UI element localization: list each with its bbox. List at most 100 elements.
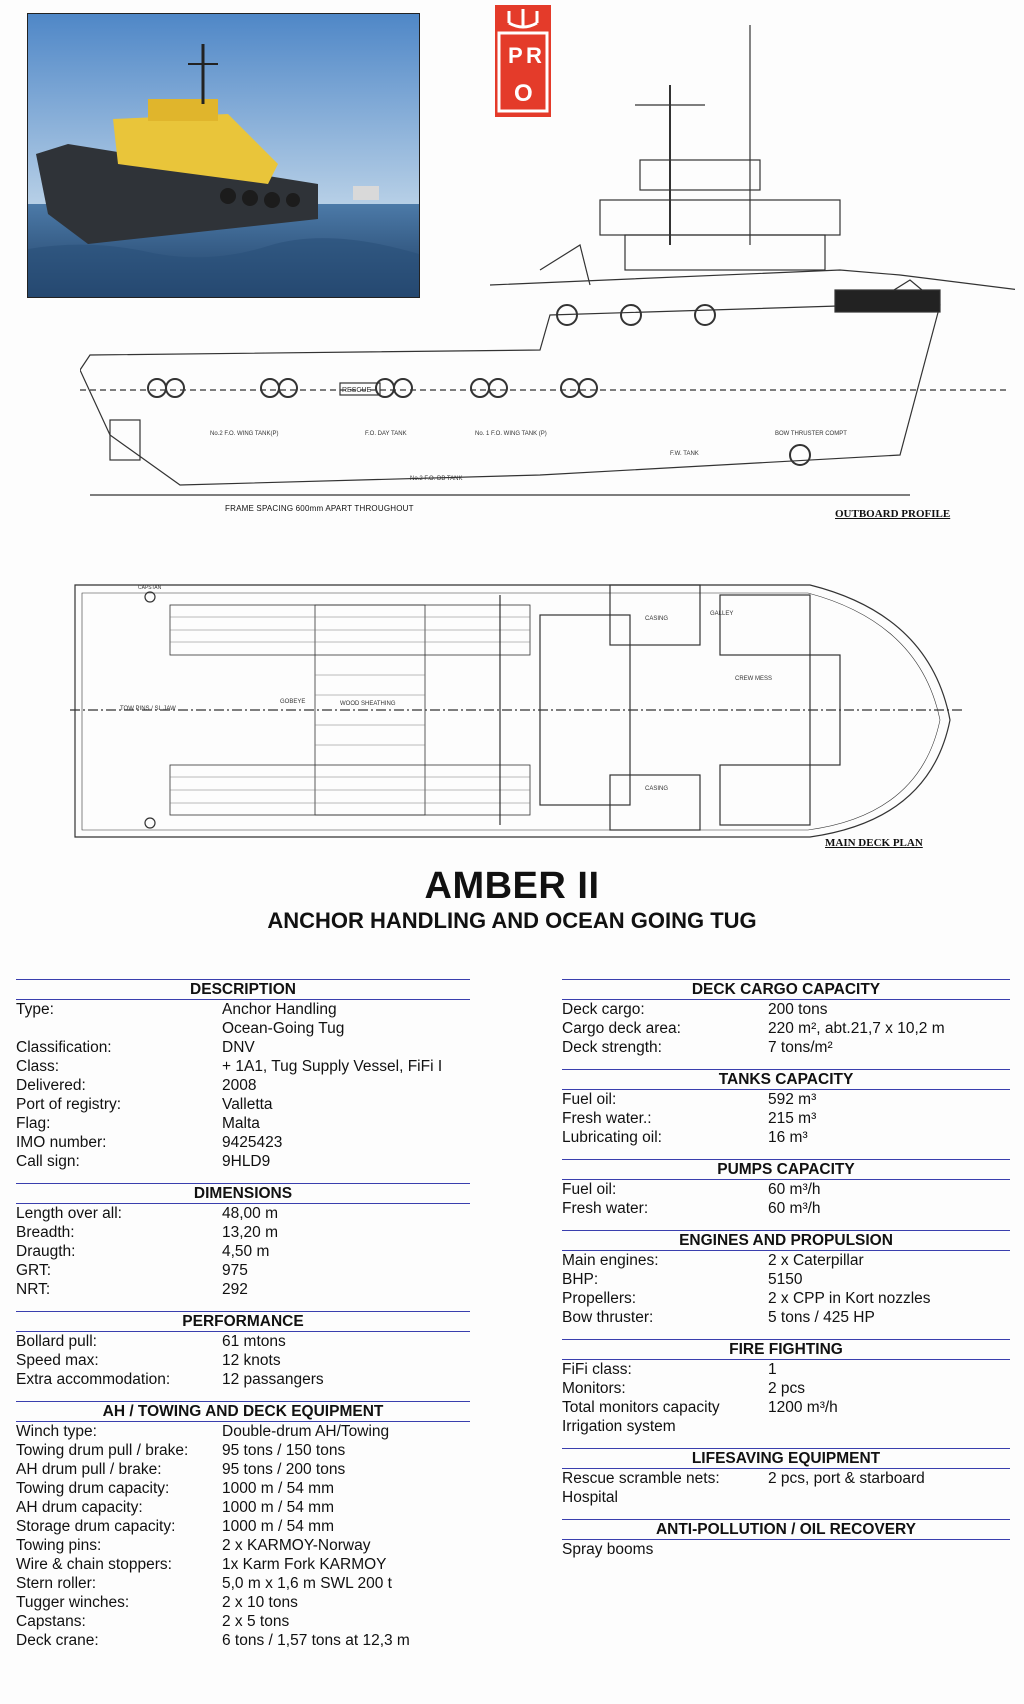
spec-label: IMO number: <box>16 1134 107 1151</box>
spec-label: Monitors: <box>562 1380 626 1397</box>
spec-label: Stern roller: <box>16 1575 97 1592</box>
spec-value: 5150 <box>768 1271 803 1288</box>
spec-label: GRT: <box>16 1262 52 1279</box>
spec-row: Type:Anchor Handling Ocean-Going Tug <box>16 1000 470 1038</box>
spec-value: + 1A1, Tug Supply Vessel, FiFi I <box>222 1058 443 1075</box>
spec-item: Hospital <box>562 1489 618 1506</box>
spec-value: 5 tons / 425 HP <box>768 1309 875 1326</box>
spec-value: 12 passangers <box>222 1371 324 1388</box>
spec-value: 60 m³/h <box>768 1181 821 1198</box>
rescue-label: RESCUE <box>342 387 372 394</box>
spec-value: 5,0 m x 1,6 m SWL 200 t <box>222 1575 392 1592</box>
section-heading: ENGINES AND PROPULSION <box>562 1230 1010 1251</box>
spec-label: Flag: <box>16 1115 51 1132</box>
spec-row: AH drum pull / brake:95 tons / 200 tons <box>16 1460 470 1479</box>
spec-row: Deck crane:6 tons / 1,57 tons at 12,3 m <box>16 1631 470 1650</box>
spec-value: 215 m³ <box>768 1110 817 1127</box>
section-heading: DESCRIPTION <box>16 979 470 1000</box>
spec-label: Breadth: <box>16 1224 75 1241</box>
spec-row: Propellers: 2 x CPP in Kort nozzles <box>562 1289 1010 1308</box>
spec-label: Extra accommodation: <box>16 1371 171 1388</box>
spec-value: 2 x 5 tons <box>222 1613 290 1630</box>
spec-label: Classification: <box>16 1039 112 1056</box>
spec-item: Irrigation system <box>562 1418 676 1435</box>
spec-value: 2 x Caterpillar <box>768 1252 864 1269</box>
spec-label: Capstans: <box>16 1613 86 1630</box>
spec-row: Bow thruster:5 tons / 425 HP <box>562 1308 1010 1327</box>
spec-label: Rescue scramble nets: <box>562 1470 720 1487</box>
spec-label: Draugth: <box>16 1243 76 1260</box>
svg-text:No. 1 F.O. WING TANK (P): No. 1 F.O. WING TANK (P) <box>475 431 547 437</box>
spec-value: 1000 m / 54 mm <box>222 1518 334 1535</box>
spec-row: Call sign:9HLD9 <box>16 1152 470 1171</box>
capstan-label: CAPSTAN <box>138 585 162 591</box>
spec-row: Monitors:2 pcs <box>562 1379 1010 1398</box>
spec-label: Total monitors capacity <box>562 1399 720 1416</box>
spec-value: 200 tons <box>768 1001 828 1018</box>
svg-text:BOW THRUSTER COMPT: BOW THRUSTER COMPT <box>775 431 847 437</box>
spec-label: Propellers: <box>562 1290 637 1307</box>
svg-text:GOBEYE: GOBEYE <box>280 699 305 705</box>
company-logo: P R O <box>495 5 551 117</box>
spec-row: Tugger winches:2 x 10 tons <box>16 1593 470 1612</box>
spec-row: Delivered: 2008 <box>16 1076 470 1095</box>
spec-value: 2008 <box>222 1077 257 1094</box>
spec-value: 48,00 m <box>222 1205 279 1222</box>
spec-row: Rescue scramble nets: 2 pcs, port & starb… <box>562 1469 1010 1488</box>
spec-row: GRT:975 <box>16 1261 470 1280</box>
spec-value: 2 x CPP in Kort nozzles <box>768 1290 931 1307</box>
section-heading: PUMPS CAPACITY <box>562 1159 1010 1180</box>
section-heading: LIFESAVING EQUIPMENT <box>562 1448 1010 1469</box>
spec-value: Valletta <box>222 1096 273 1113</box>
spec-value: 292 <box>222 1281 248 1298</box>
spec-label: Type: <box>16 1001 54 1018</box>
spec-row: Bollard pull:61 mtons <box>16 1332 470 1351</box>
spec-row: Wire & chain stoppers:1x Karm Fork KARMO… <box>16 1555 470 1574</box>
spec-label: Fuel oil: <box>562 1091 617 1108</box>
spec-row: Capstans: 2 x 5 tons <box>16 1612 470 1631</box>
spec-value: 2 x 10 tons <box>222 1594 298 1611</box>
spec-value: 95 tons / 150 tons <box>222 1442 346 1459</box>
spec-label: Deck crane: <box>16 1632 99 1649</box>
svg-text:R: R <box>526 43 542 68</box>
spec-label: Call sign: <box>16 1153 80 1170</box>
spec-row: Lubricating oil:16 m³ <box>562 1128 1010 1147</box>
spec-label: Deck cargo: <box>562 1001 645 1018</box>
spec-label: Winch type: <box>16 1423 97 1440</box>
spec-label: Deck strength: <box>562 1039 662 1056</box>
spec-item: Spray booms <box>562 1541 654 1558</box>
spec-label: Lubricating oil: <box>562 1129 662 1146</box>
spec-value: 592 m³ <box>768 1091 817 1108</box>
spec-value: 61 mtons <box>222 1333 286 1350</box>
spec-value: 1x Karm Fork KARMOY <box>222 1556 387 1573</box>
svg-text:CASING: CASING <box>645 786 668 792</box>
spec-value: 2 pcs, port & starboard <box>768 1470 925 1487</box>
spec-value: 1000 m / 54 mm <box>222 1480 334 1497</box>
spec-row: Classification:DNV <box>16 1038 470 1057</box>
spec-row: Fresh water.:215 m³ <box>562 1109 1010 1128</box>
spec-row: Flag:Malta <box>16 1114 470 1133</box>
spec-value: 4,50 m <box>222 1243 270 1260</box>
svg-text:TOW PINS / SL JAW: TOW PINS / SL JAW <box>120 706 176 712</box>
svg-text:O: O <box>514 80 533 107</box>
spec-value: 1000 m / 54 mm <box>222 1499 334 1516</box>
spec-row: Length over all:48,00 m <box>16 1204 470 1223</box>
spec-row: Winch type:Double-drum AH/Towing <box>16 1422 470 1441</box>
svg-text:GALLEY: GALLEY <box>710 611 733 617</box>
spec-value: 12 knots <box>222 1352 281 1369</box>
spec-label: Class: <box>16 1058 60 1075</box>
spec-row: Main engines:2 x Caterpillar <box>562 1251 1010 1270</box>
spec-label: AH drum capacity: <box>16 1499 143 1516</box>
spec-label: Towing drum pull / brake: <box>16 1442 189 1459</box>
wood-sheathing-label: WOOD SHEATHING <box>340 701 396 707</box>
vessel-photo <box>27 13 420 298</box>
section-heading: ANTI-POLLUTION / OIL RECOVERY <box>562 1519 1010 1540</box>
spec-label: Speed max: <box>16 1352 99 1369</box>
spec-label: Delivered: <box>16 1077 86 1094</box>
spec-row: Deck strength:7 tons/m² <box>562 1038 1010 1057</box>
